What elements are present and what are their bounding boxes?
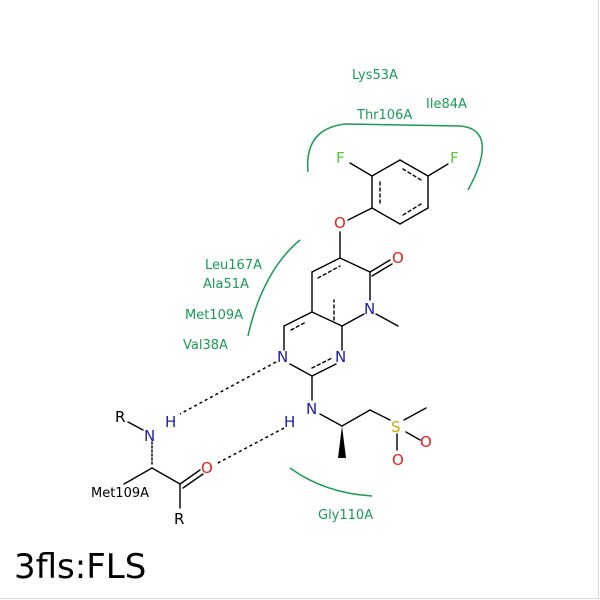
residue-label-gly110: Gly110A [318, 508, 373, 523]
atom-methyl-nitrogen: N [364, 300, 375, 318]
atom-fluorine-2: F [450, 149, 459, 167]
sulfonyl-side-chain [319, 407, 427, 458]
atom-amine-nitrogen: N [306, 400, 317, 418]
atom-backbone-nitrogen: N [144, 427, 155, 445]
atom-carbonyl-oxygen: O [392, 249, 404, 267]
atom-fluorine-1: F [336, 149, 345, 167]
atom-sulfur: S [391, 418, 401, 436]
residue-label-leu167: Leu167A [205, 258, 262, 273]
residue-label-lys53: Lys53A [352, 68, 398, 83]
difluorophenyl-ring [347, 159, 449, 225]
atom-sulfone-oxygen-right: O [420, 433, 432, 451]
residue-label-ile84: Ile84A [426, 97, 467, 112]
residue-label-met109-backbone: Met109A [91, 486, 149, 501]
wedge-bond [338, 426, 346, 458]
atom-r-group-top: R [115, 408, 125, 426]
residue-label-met109-pocket: Met109A [185, 308, 243, 323]
atom-ring-nitrogen-left: N [277, 348, 288, 366]
atom-backbone-hydrogen: H [165, 413, 176, 431]
atom-r-group-bottom: R [174, 510, 184, 528]
atom-backbone-oxygen: O [201, 459, 213, 477]
structure-caption: 3fls:FLS [14, 547, 147, 587]
atom-sulfone-oxygen-bottom: O [392, 451, 404, 469]
met109-backbone [123, 421, 204, 509]
residue-label-ala51: Ala51A [203, 277, 249, 292]
hbond-n-to-met109-nh [179, 361, 277, 415]
arc-top-pocket [306, 123, 483, 191]
arc-gly110 [289, 467, 373, 497]
bicyclic-core [283, 231, 399, 401]
arc-left-pocket [247, 239, 301, 337]
atom-amine-hydrogen: H [284, 413, 295, 431]
residue-label-val38: Val38A [183, 338, 228, 353]
residue-label-thr106: Thr106A [356, 108, 412, 123]
atom-ring-nitrogen-right: N [335, 348, 346, 366]
atom-ether-oxygen: O [334, 214, 346, 232]
hbond-nh-to-met109-o [215, 427, 285, 465]
